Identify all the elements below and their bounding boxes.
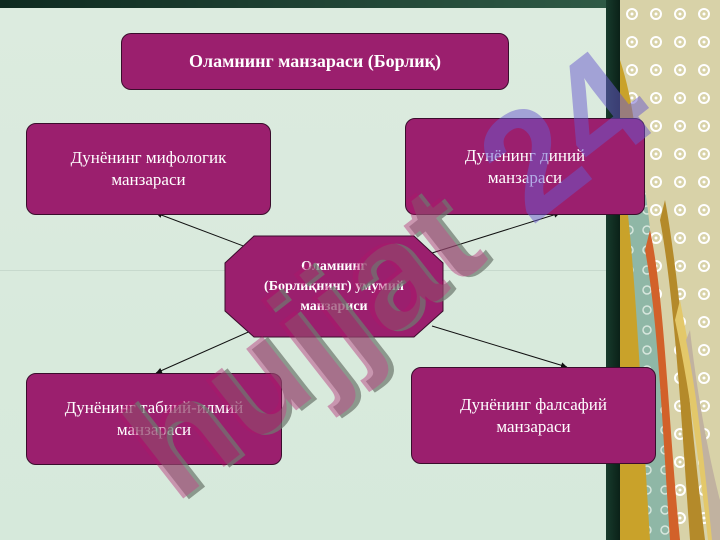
title-box: Оламнинг манзараси (Борлиқ) (121, 33, 509, 90)
box-natural-scientific-label: Дунёнинг табиий-илмий манзараси (64, 398, 244, 439)
box-philosophical: Дунёнинг фалсафий манзараси (411, 367, 656, 464)
box-religious: Дунёнинг диний манзараси (405, 118, 645, 215)
decorative-side-panel (620, 0, 720, 540)
box-philosophical-label: Дунёнинг фалсафий манзараси (460, 394, 607, 436)
top-frame (0, 0, 614, 8)
box-natural-scientific: Дунёнинг табиий-илмий манзараси (26, 373, 282, 465)
center-octagon: Оламнинг (Борлиқнинг) умумий манзариси (224, 235, 444, 338)
box-mythological: Дунёнинг мифологик манзараси (26, 123, 271, 215)
center-label: Оламнинг (Борлиқнинг) умумий манзариси (264, 258, 404, 314)
box-religious-label: Дунёнинг диний манзараси (464, 145, 586, 187)
title-text: Оламнинг манзараси (Борлиқ) (188, 51, 442, 71)
box-mythological-label: Дунёнинг мифологик манзараси (70, 148, 227, 189)
